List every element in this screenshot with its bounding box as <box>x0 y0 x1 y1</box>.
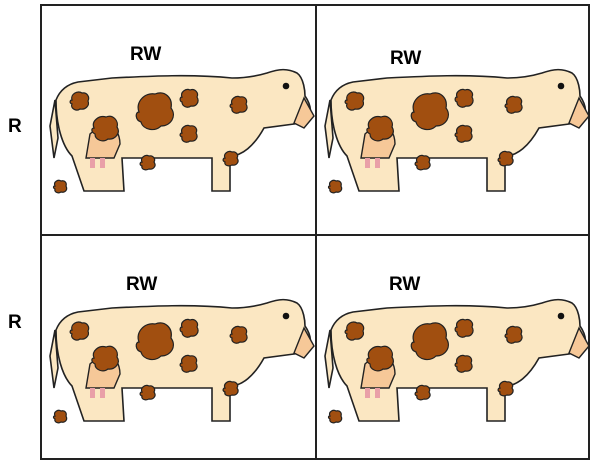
grid-cell-top-right: RW <box>317 6 590 232</box>
cell-label: RW <box>126 274 157 296</box>
cell-label: RW <box>389 274 420 296</box>
row-label-top: R <box>8 116 22 138</box>
cow-illustration <box>42 236 315 462</box>
cell-label: RW <box>390 48 421 70</box>
cow-illustration <box>317 6 590 232</box>
grid-cell-bottom-left: RW <box>42 236 315 462</box>
cow-illustration <box>317 236 590 462</box>
cell-label: RW <box>130 44 161 66</box>
row-label-bottom: R <box>8 312 22 334</box>
punnett-grid: RW RW RW RW <box>40 4 590 460</box>
grid-cell-bottom-right: RW <box>317 236 590 462</box>
cow-illustration <box>42 6 315 232</box>
grid-cell-top-left: RW <box>42 6 315 232</box>
